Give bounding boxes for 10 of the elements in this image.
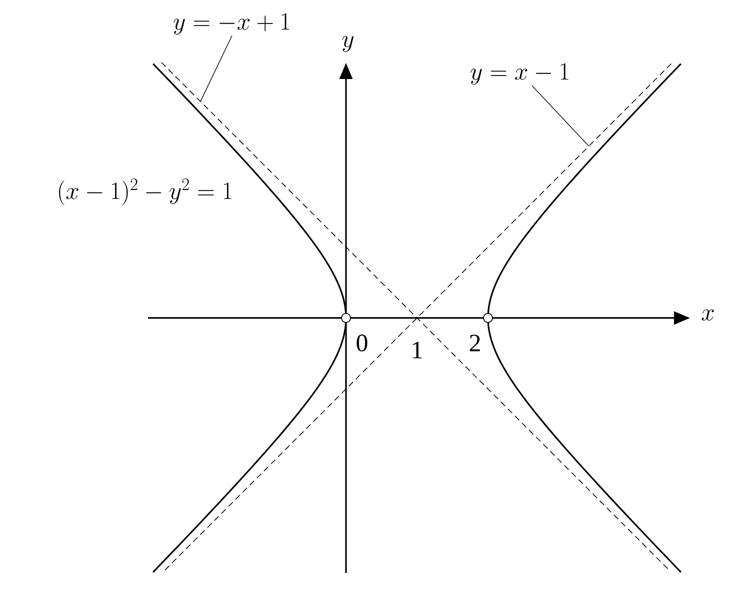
formula-label: $(x-1)^2-y^2=1$: [59, 178, 232, 206]
axis-label: $x$: [702, 309, 714, 321]
formula-label: $y=x-1$: [470, 63, 568, 85]
leader-line: [200, 35, 232, 102]
leader-line: [532, 85, 590, 147]
tick-label: 0: [356, 334, 368, 352]
tick-label: 2: [470, 334, 480, 352]
axis-label: $y$: [342, 36, 354, 52]
tick-label: 1: [412, 342, 422, 358]
formula-label: $y=-x+1$: [174, 13, 290, 35]
